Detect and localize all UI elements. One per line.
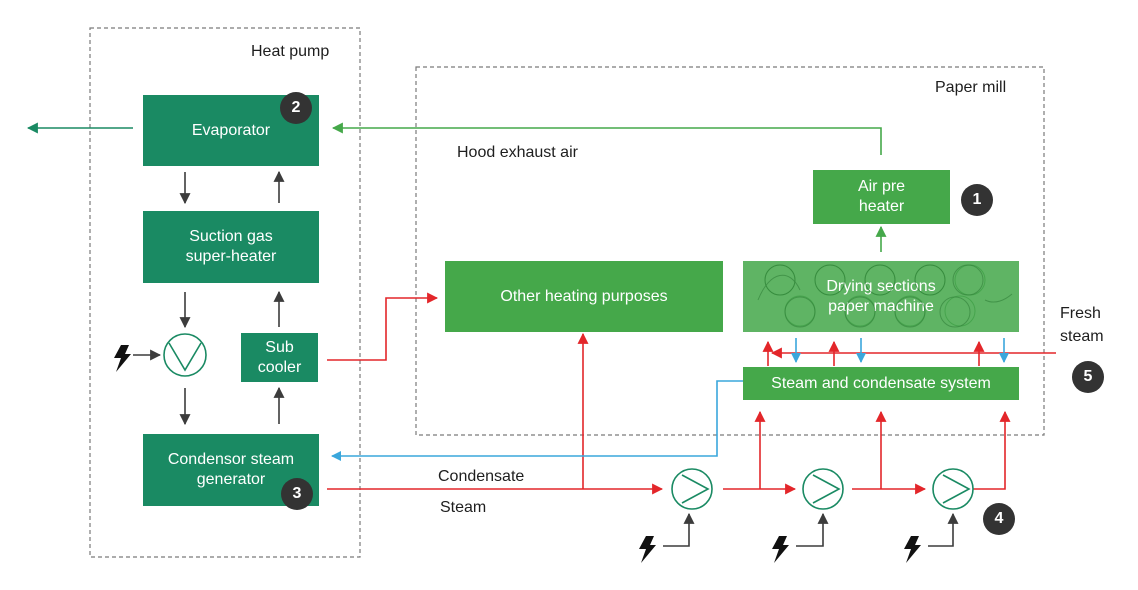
other-heating-label: Other heating purposes	[500, 287, 668, 305]
air-pre-heater-label-line2: heater	[858, 198, 905, 215]
suction-gas-label-line1: Suction gas	[189, 228, 273, 245]
sub-cooler-label-line2: cooler	[257, 358, 302, 376]
badge-4: 4	[983, 503, 1015, 535]
badge-2: 2	[280, 92, 312, 124]
condensor-label-line2: generator	[196, 471, 266, 488]
steam-condensate-label: Steam and condensate system	[771, 374, 991, 392]
suction-gas-label-line2: super-heater	[185, 248, 277, 265]
lightning-icon	[772, 536, 789, 563]
lightning-icon	[904, 536, 921, 563]
drying-label-line1: Drying sections	[826, 277, 936, 295]
hood-exhaust-air-label: Hood exhaust air	[457, 144, 578, 161]
power-to-pump3-arrow	[928, 512, 959, 547]
air-pre-heater-block: Air pre heater	[813, 170, 950, 224]
condensor-label-line1: Condensor steam	[167, 451, 295, 468]
sub-cooler-block: Sub cooler	[241, 333, 318, 382]
lightning-icon	[114, 345, 131, 372]
suction-gas-superheater-block: Suction gas super-heater	[143, 211, 319, 283]
power-to-pump2-arrow	[796, 512, 829, 547]
air-pre-heater-label-line1: Air pre	[857, 178, 906, 195]
sub-cooler-label-line1: Sub	[265, 338, 294, 356]
fresh-steam-label-line1: Fresh	[1060, 305, 1101, 322]
hood-exhaust-arrow	[331, 122, 882, 155]
pump-icon	[671, 468, 713, 510]
compressor-icon	[163, 333, 207, 377]
heat-pump-label: Heat pump	[251, 43, 330, 60]
pump-icon	[932, 468, 974, 510]
heat-pump-border	[89, 27, 361, 558]
condensate-label: Condensate	[438, 468, 525, 485]
badge-1: 1	[961, 184, 993, 216]
badge-5: 5	[1072, 361, 1104, 393]
evaporator-label: Evaporator	[191, 121, 271, 139]
drying-label-line2: paper machine	[828, 297, 934, 315]
pump-icon	[802, 468, 844, 510]
lightning-icon	[639, 536, 656, 563]
paper-mill-border	[415, 66, 1045, 436]
paper-mill-label: Paper mill	[935, 79, 1007, 96]
other-heating-purposes-block: Other heating purposes	[445, 261, 723, 332]
pump3-to-steam-system-arrow	[970, 410, 1011, 490]
fresh-steam-label-line2: steam	[1060, 328, 1104, 345]
condensate-return-arrow	[331, 380, 744, 461]
subcooler-to-other-heating-arrow	[327, 292, 439, 361]
drying-sections-block: Drying sections paper machine	[743, 261, 1019, 332]
power-to-pump1-arrow	[663, 512, 695, 547]
badge-3: 3	[281, 478, 313, 510]
steam-condensate-system-block: Steam and condensate system	[743, 367, 1019, 400]
steam-label: Steam	[440, 499, 487, 516]
